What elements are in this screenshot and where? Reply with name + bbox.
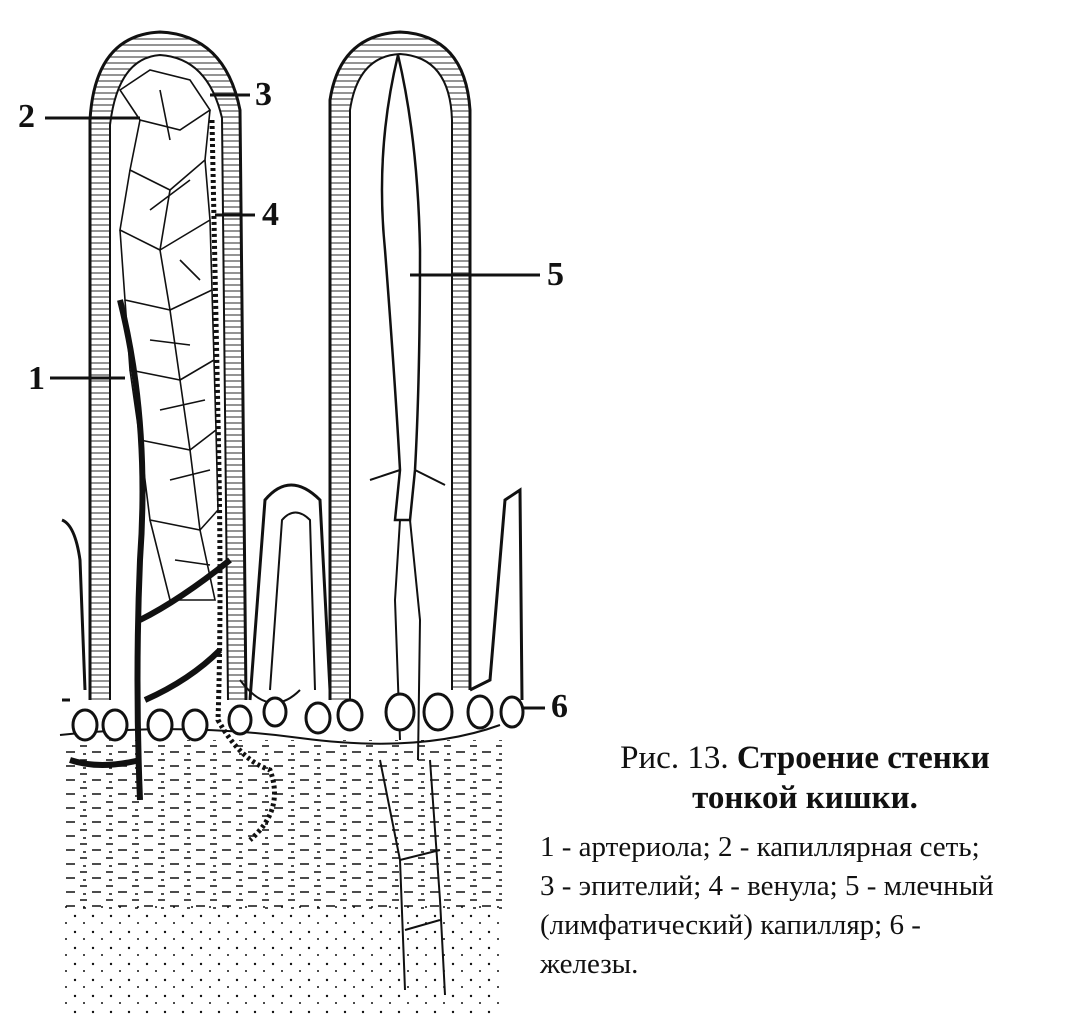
capillary-network	[118, 69, 219, 601]
leader-lines	[45, 93, 545, 710]
legend-line: 1 - артериола; 2 - капиллярная сеть;	[540, 831, 980, 863]
submucosa-layer	[59, 724, 502, 1015]
label-1: 1	[28, 360, 45, 397]
figure-caption: Рис. 13. Строение стенки тонкой кишки. 1…	[540, 738, 1070, 984]
caption-title-line2: тонкой кишки.	[692, 780, 918, 816]
caption-prefix: Рис. 13.	[620, 740, 729, 776]
villus-right	[328, 30, 472, 996]
villus-edge-left	[61, 518, 87, 702]
villus-edge	[469, 487, 524, 701]
legend-line: 3 - эпителий; 4 - венула; 5 - млечный	[540, 870, 994, 902]
lacteal	[380, 54, 422, 522]
label-4: 4	[262, 196, 279, 233]
label-3: 3	[255, 76, 272, 113]
arteriole	[69, 299, 232, 801]
caption-legend: 1 - артериола; 2 - капиллярная сеть; 3 -…	[540, 828, 1070, 984]
glands	[71, 692, 525, 742]
label-6: 6	[551, 688, 568, 725]
villus-small	[239, 483, 332, 704]
label-5: 5	[547, 256, 564, 293]
villus-left	[69, 30, 277, 842]
label-2: 2	[18, 98, 35, 135]
legend-line: (лимфатический) капилляр; 6 -	[540, 909, 921, 941]
legend-line: железы.	[540, 948, 639, 980]
caption-title-line1: Строение стенки	[736, 740, 990, 776]
caption-heading: Рис. 13. Строение стенки тонкой кишки.	[540, 738, 1070, 818]
venule	[209, 119, 277, 842]
